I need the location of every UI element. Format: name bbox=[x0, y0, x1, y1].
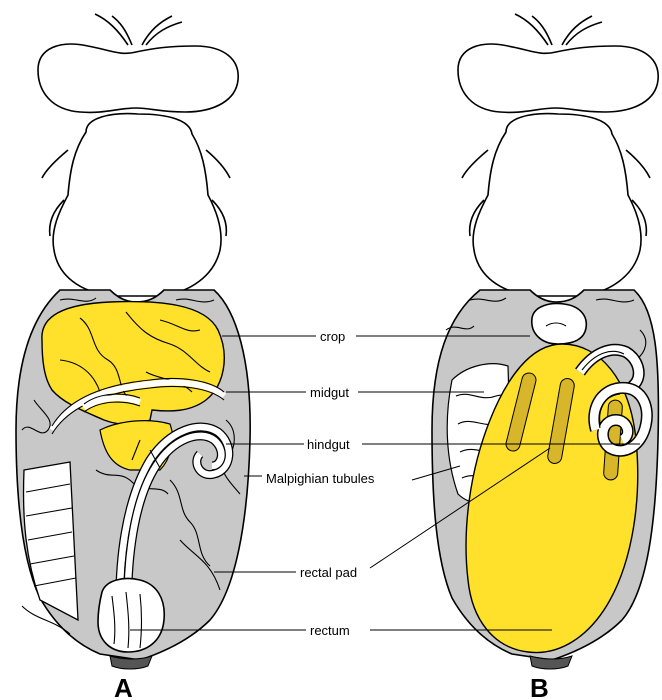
rectum-a bbox=[98, 579, 164, 653]
label-crop-text: crop bbox=[320, 329, 345, 344]
specimen-a bbox=[16, 14, 250, 669]
label-rectal-pad-text: rectal pad bbox=[300, 565, 357, 580]
label-midgut-text: midgut bbox=[310, 385, 349, 400]
label-malpighian: Malpighian tubules bbox=[244, 466, 460, 486]
panel-label-b: B bbox=[530, 673, 549, 700]
label-rectum-text: rectum bbox=[310, 623, 350, 638]
specimen-b bbox=[432, 14, 658, 669]
antennae-b bbox=[515, 14, 602, 45]
label-hindgut-text: hindgut bbox=[307, 437, 350, 452]
hindgut-segments-a bbox=[24, 462, 78, 620]
thorax-a bbox=[53, 114, 221, 296]
label-malpighian-text: Malpighian tubules bbox=[266, 471, 375, 486]
panel-label-a: A bbox=[114, 673, 133, 700]
thorax-b bbox=[473, 114, 641, 296]
head-a bbox=[38, 44, 238, 112]
antennae-a bbox=[95, 14, 182, 45]
head-b bbox=[458, 44, 658, 112]
